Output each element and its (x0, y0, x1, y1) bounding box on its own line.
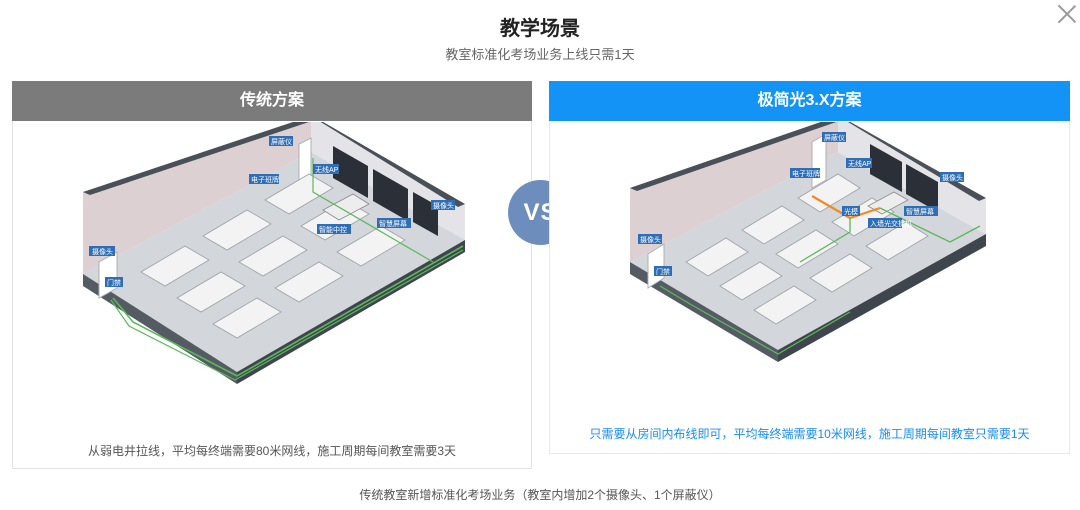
minimal-optical-plan-panel: 极简光3.X方案 (549, 81, 1070, 454)
page-title: 教学场景 (500, 18, 580, 40)
svg-text:电子班牌: 电子班牌 (251, 175, 279, 184)
minimal-optical-classroom-illustration: 摄像头 门禁 电子班牌 屏蔽仪 无线AP 光模 入墙光交换机 智慧屏幕 摄像头 (630, 122, 986, 362)
svg-text:智慧屏幕: 智慧屏幕 (379, 219, 407, 228)
svg-text:无线AP: 无线AP (315, 165, 339, 174)
svg-text:摄像头: 摄像头 (433, 201, 454, 210)
footer-note: 传统教室新增标准化考场业务（教室内增加2个摄像头、1个屏蔽仪） (359, 488, 721, 502)
page-subtitle: 教室标准化考场业务上线只需1天 (445, 47, 635, 62)
svg-text:门禁: 门禁 (656, 267, 670, 276)
svg-text:电子班牌: 电子班牌 (792, 169, 820, 178)
traditional-plan-caption: 从弱电井拉线，平均每终端需要80米网线，施工周期每间教室需要3天 (87, 444, 457, 458)
svg-text:智能中控: 智能中控 (319, 225, 347, 234)
svg-text:屏蔽仪: 屏蔽仪 (271, 137, 292, 146)
minimal-optical-plan-caption: 只需要从房间内布线即可，平均每终端需要10米网线，施工周期每间教室只需要1天 (589, 427, 1030, 441)
svg-text:门禁: 门禁 (107, 278, 121, 287)
svg-text:摄像头: 摄像头 (640, 235, 661, 244)
svg-text:摄像头: 摄像头 (92, 247, 113, 256)
minimal-optical-plan-header: 极简光3.X方案 (549, 81, 1070, 121)
traditional-plan-header: 传统方案 (12, 81, 532, 121)
svg-text:无线AP: 无线AP (848, 159, 872, 168)
svg-text:入墙光交换机: 入墙光交换机 (870, 219, 912, 228)
svg-text:屏蔽仪: 屏蔽仪 (824, 133, 845, 142)
traditional-classroom-illustration: 摄像头 门禁 电子班牌 屏蔽仪 无线AP 智能中控 智慧屏幕 摄像头 (83, 122, 465, 384)
svg-text:摄像头: 摄像头 (942, 173, 963, 182)
traditional-plan-panel: 传统方案 (12, 81, 532, 469)
svg-text:光模: 光模 (844, 207, 858, 216)
svg-text:智慧屏幕: 智慧屏幕 (906, 207, 934, 216)
